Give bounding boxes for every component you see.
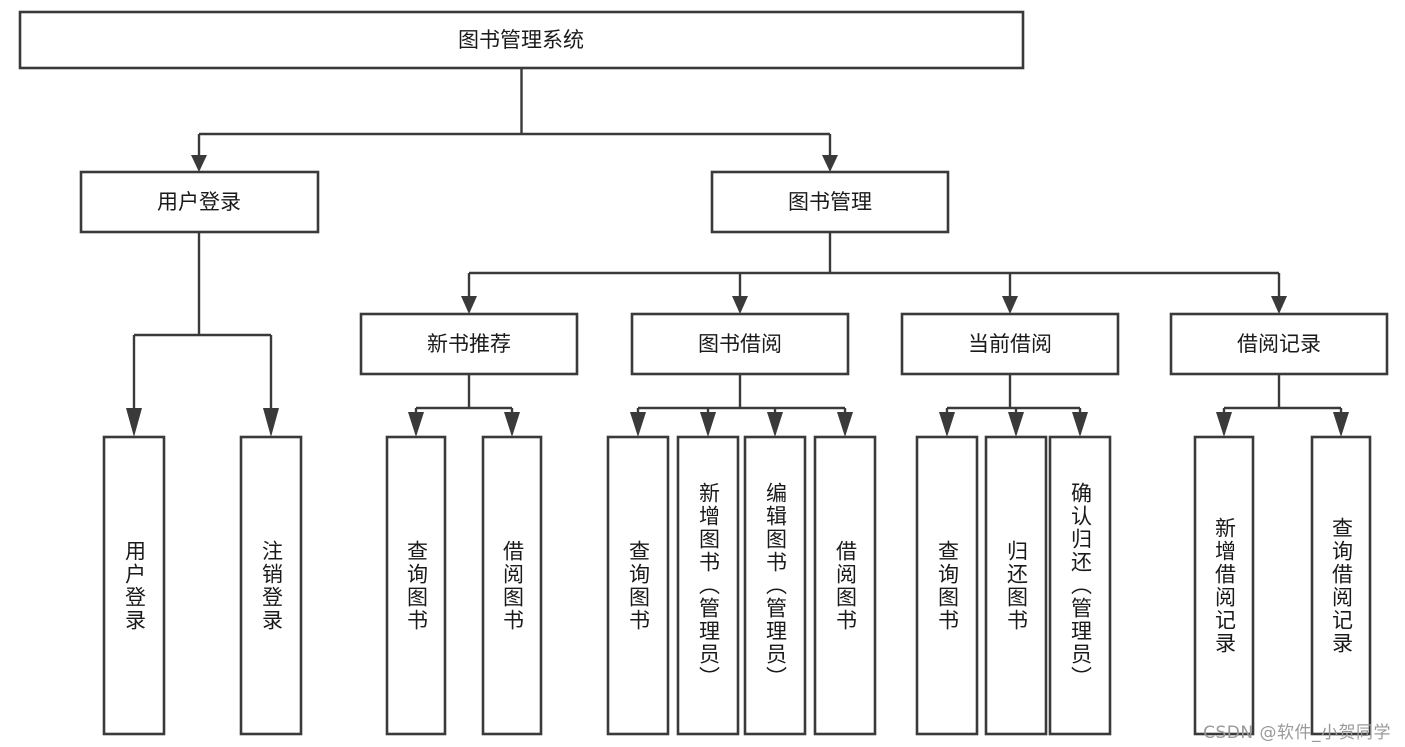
arrow-borrow-record-leaf1-icon bbox=[1216, 412, 1232, 437]
node-current-borrow-label: 当前借阅 bbox=[968, 332, 1052, 356]
arrow-current-borrow-leaf3-icon bbox=[1072, 412, 1088, 437]
arrow-new-book-leaf1-icon bbox=[408, 412, 424, 437]
node-book-manage[interactable]: 图书管理 bbox=[710, 170, 950, 234]
leaf-current-borrow-return-label: 归还图书 bbox=[1004, 539, 1029, 632]
arrow-current-borrow-leaf1-icon bbox=[939, 412, 955, 437]
arrow-book-borrow-leaf1-icon bbox=[630, 412, 646, 437]
leaf-user-login-logout[interactable]: 注销登录 bbox=[239, 435, 303, 736]
leaf-user-login-login-box[interactable] bbox=[102, 435, 166, 736]
node-current-borrow[interactable]: 当前借阅 bbox=[900, 312, 1120, 376]
leaf-borrow-record-add[interactable]: 新增借阅记录 bbox=[1193, 435, 1255, 736]
leaf-book-borrow-borrow-label: 借阅图书 bbox=[833, 539, 858, 632]
node-book-borrow-box[interactable] bbox=[630, 312, 850, 376]
leaf-book-borrow-query-label: 查询图书 bbox=[626, 539, 651, 632]
leaf-current-borrow-confirm-box[interactable] bbox=[1048, 435, 1112, 736]
node-root[interactable]: 图书管理系统 bbox=[18, 10, 1025, 70]
leaf-book-borrow-add-box[interactable] bbox=[676, 435, 740, 736]
leaf-user-login-login-label: 用户登录 bbox=[122, 539, 147, 632]
leaf-borrow-record-query[interactable]: 查询借阅记录 bbox=[1310, 435, 1372, 736]
leaf-book-borrow-borrow[interactable]: 借阅图书 bbox=[813, 435, 877, 736]
node-new-book-recommend-label: 新书推荐 bbox=[427, 332, 511, 356]
leaf-book-borrow-edit[interactable]: 编辑图书（管理员） bbox=[743, 435, 807, 736]
arrow-borrow-record-leaf2-icon bbox=[1333, 412, 1349, 437]
node-current-borrow-box[interactable] bbox=[900, 312, 1120, 376]
leaf-book-borrow-add[interactable]: 新增图书（管理员） bbox=[676, 435, 740, 736]
leaf-current-borrow-return[interactable]: 归还图书 bbox=[984, 435, 1048, 736]
arrow-book-borrow-leaf2-icon bbox=[700, 412, 716, 437]
leaf-current-borrow-query-label: 查询图书 bbox=[935, 539, 960, 632]
arrow-user-login-leaf2-icon bbox=[263, 408, 279, 437]
leaf-book-borrow-query-box[interactable] bbox=[606, 435, 670, 736]
leaf-book-borrow-borrow-box[interactable] bbox=[813, 435, 877, 736]
arrow-new-book-leaf2-icon bbox=[504, 412, 520, 437]
arrow-book-borrow-leaf3-icon bbox=[767, 412, 783, 437]
node-book-borrow[interactable]: 图书借阅 bbox=[630, 312, 850, 376]
leaf-current-borrow-query[interactable]: 查询图书 bbox=[915, 435, 979, 736]
node-book-manage-box[interactable] bbox=[710, 170, 950, 234]
node-user-login-label: 用户登录 bbox=[157, 190, 241, 214]
node-borrow-record-label: 借阅记录 bbox=[1237, 332, 1321, 356]
leaf-new-book-query-box[interactable] bbox=[385, 435, 447, 736]
leaf-book-borrow-query[interactable]: 查询图书 bbox=[606, 435, 670, 736]
arrow-book-borrow-leaf4-icon bbox=[837, 412, 853, 437]
leaf-new-book-query[interactable]: 查询图书 bbox=[385, 435, 447, 736]
leaf-new-book-query-label: 查询图书 bbox=[404, 539, 429, 632]
node-borrow-record[interactable]: 借阅记录 bbox=[1169, 312, 1389, 376]
leaf-borrow-record-query-box[interactable] bbox=[1310, 435, 1372, 736]
arrow-to-user-login-icon bbox=[191, 155, 207, 172]
leaf-borrow-record-add-label: 新增借阅记录 bbox=[1212, 516, 1237, 655]
arrow-to-new-book-icon bbox=[461, 296, 477, 314]
node-borrow-record-box[interactable] bbox=[1169, 312, 1389, 376]
node-user-login-box[interactable] bbox=[79, 170, 320, 234]
leaf-current-borrow-return-box[interactable] bbox=[984, 435, 1048, 736]
leaf-current-borrow-confirm-label: 确认归还（管理员） bbox=[1068, 482, 1093, 689]
arrow-to-borrow-record-icon bbox=[1271, 296, 1287, 314]
edges-layer bbox=[126, 68, 1349, 437]
leaf-new-book-borrow-box[interactable] bbox=[481, 435, 543, 736]
leaf-new-book-borrow[interactable]: 借阅图书 bbox=[481, 435, 543, 736]
leaf-user-login-login[interactable]: 用户登录 bbox=[102, 435, 166, 736]
leaf-book-borrow-edit-box[interactable] bbox=[743, 435, 807, 736]
node-new-book-recommend[interactable]: 新书推荐 bbox=[359, 312, 579, 376]
arrow-to-book-borrow-icon bbox=[732, 296, 748, 314]
arrow-to-current-borrow-icon bbox=[1002, 296, 1018, 314]
arrow-to-book-manage-icon bbox=[822, 155, 838, 172]
node-book-manage-label: 图书管理 bbox=[788, 190, 872, 214]
leaf-user-login-logout-box[interactable] bbox=[239, 435, 303, 736]
node-root-box[interactable] bbox=[18, 10, 1025, 70]
node-book-borrow-label: 图书借阅 bbox=[698, 332, 782, 356]
leaf-new-book-borrow-label: 借阅图书 bbox=[500, 539, 525, 632]
arrow-current-borrow-leaf2-icon bbox=[1008, 412, 1024, 437]
node-new-book-recommend-box[interactable] bbox=[359, 312, 579, 376]
leaf-current-borrow-confirm[interactable]: 确认归还（管理员） bbox=[1048, 435, 1112, 736]
leaf-book-borrow-add-label: 新增图书（管理员） bbox=[696, 482, 721, 689]
leaf-borrow-record-add-box[interactable] bbox=[1193, 435, 1255, 736]
leaf-borrow-record-query-label: 查询借阅记录 bbox=[1329, 516, 1354, 655]
leaf-book-borrow-edit-label: 编辑图书（管理员） bbox=[763, 482, 788, 689]
leaf-current-borrow-query-box[interactable] bbox=[915, 435, 979, 736]
node-root-label: 图书管理系统 bbox=[458, 28, 584, 52]
node-user-login[interactable]: 用户登录 bbox=[79, 170, 320, 234]
arrow-user-login-leaf1-icon bbox=[126, 408, 142, 437]
leaf-user-login-logout-label: 注销登录 bbox=[259, 539, 284, 632]
